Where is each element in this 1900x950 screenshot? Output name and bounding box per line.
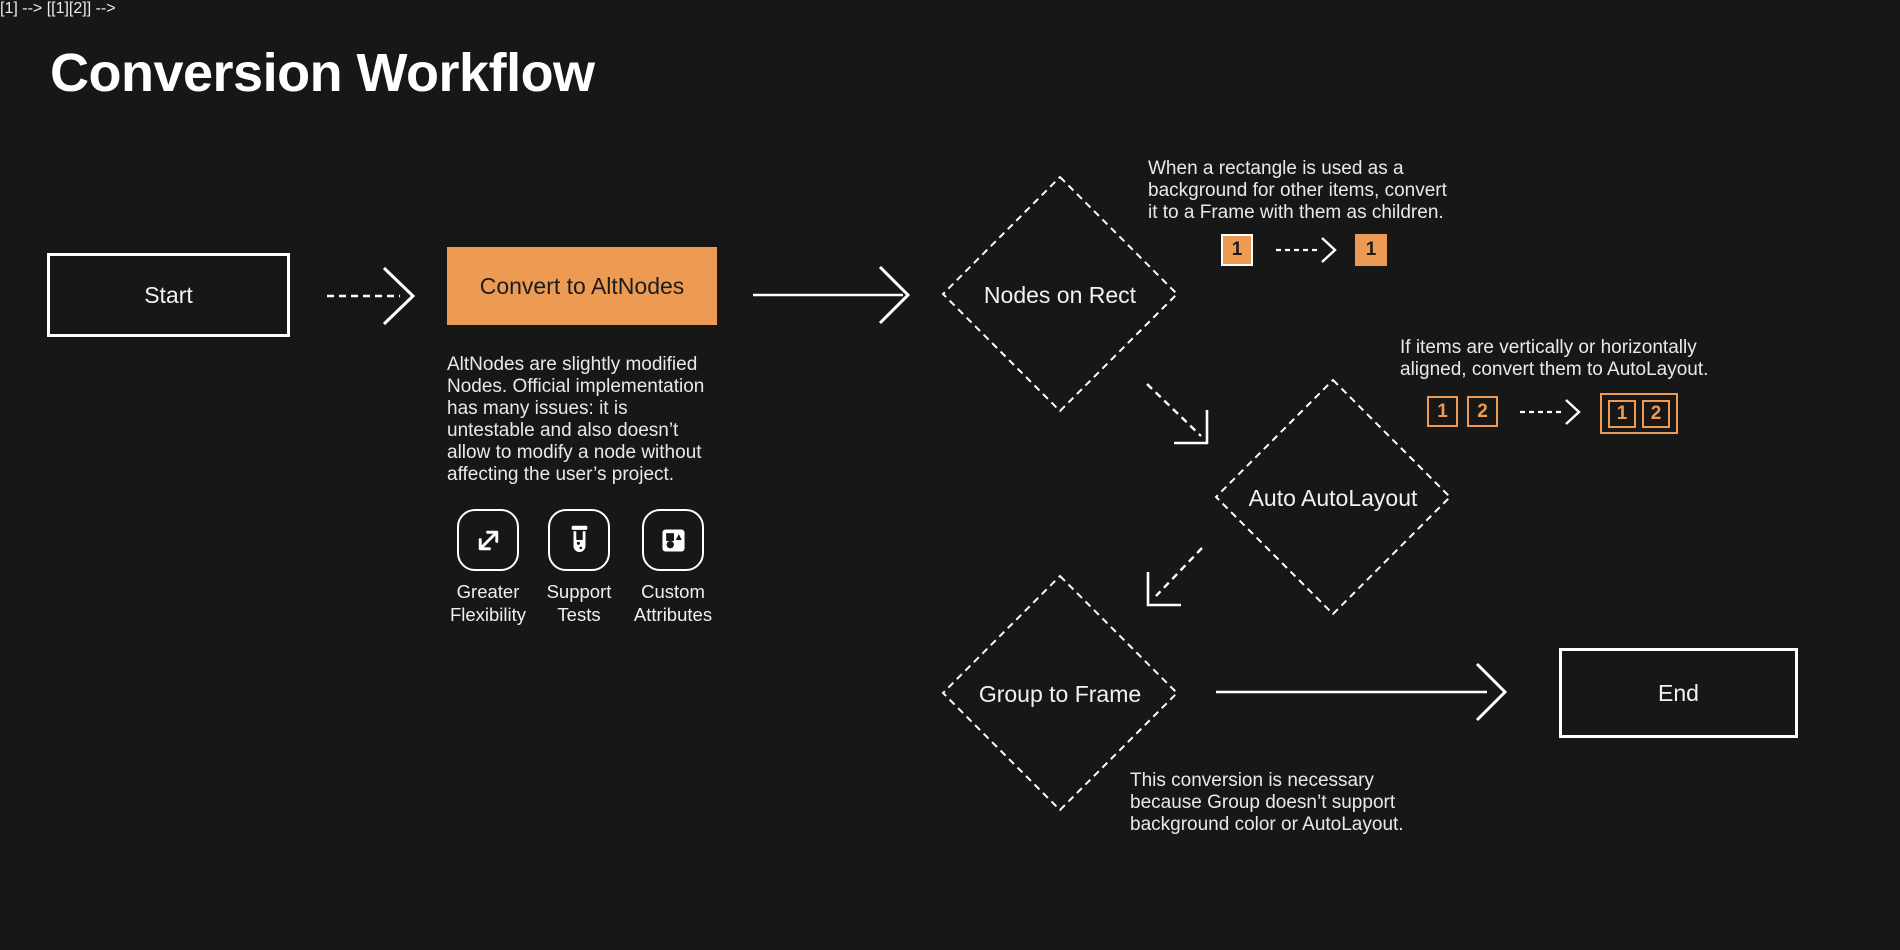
- badge-number: 2: [1477, 400, 1488, 422]
- feature-greater-flexibility: [457, 509, 519, 571]
- note-line: affecting the user’s project.: [447, 464, 675, 485]
- feature-label-line: Support: [546, 581, 612, 602]
- badge-number: 1: [1231, 239, 1243, 260]
- badge-rect-after: 1: [1355, 234, 1387, 266]
- note-line: Nodes. Official implementation: [447, 376, 705, 397]
- arrow-auto-autolayout-to-group-to-frame: [1146, 547, 1203, 607]
- badge-rect-before: 1: [1221, 234, 1253, 266]
- note-altnodes: AltNodes are slightly modified Nodes. Of…: [447, 354, 704, 486]
- note-line: has many issues: it is: [447, 398, 628, 419]
- badge-align-after-1: 1: [1608, 399, 1636, 428]
- note-line: background for other items, convert: [1148, 180, 1447, 201]
- arrow-rect-badge: [1276, 237, 1337, 263]
- node-end-label: End: [1658, 679, 1699, 706]
- note-line: When a rectangle is used as a: [1148, 158, 1404, 179]
- note-line: because Group doesn’t support: [1130, 792, 1396, 813]
- note-line: This conversion is necessary: [1130, 770, 1374, 791]
- badge-autolayout-container: 1 2: [1600, 393, 1678, 434]
- feature-label-custom-attributes: Custom Attributes: [613, 580, 733, 626]
- note-line: AltNodes are slightly modified: [447, 354, 698, 375]
- arrow-nodes-on-rect-to-auto-autolayout: [1146, 383, 1209, 445]
- arrow-group-to-frame-to-end: [1216, 662, 1508, 722]
- note-line: allow to modify a node without: [447, 442, 702, 463]
- node-nodes-on-rect-label: Nodes on Rect: [983, 281, 1137, 308]
- badge-number: 1: [1616, 402, 1628, 424]
- feature-support-tests: [548, 509, 610, 571]
- feature-label-line: Tests: [557, 604, 601, 625]
- feature-custom-attributes: [642, 509, 704, 571]
- page-title: Conversion Workflow: [50, 43, 595, 103]
- badge-align-after-2: 2: [1642, 399, 1670, 428]
- note-nodes-on-rect: When a rectangle is used as a background…: [1148, 158, 1447, 224]
- test-tube-icon: [571, 525, 587, 552]
- feature-label-line: Custom: [641, 581, 705, 602]
- node-end: End: [1559, 648, 1798, 738]
- arrow-convert-to-nodes-on-rect: [753, 265, 911, 325]
- badge-align-before-2: 2: [1467, 396, 1498, 427]
- arrow-start-to-convert: [327, 266, 416, 326]
- badge-number: 2: [1650, 402, 1662, 424]
- note-line: aligned, convert them to AutoLayout.: [1400, 359, 1709, 380]
- badge-align-before-1: 1: [1427, 396, 1458, 427]
- node-convert-to-altnodes-label: Convert to AltNodes: [479, 272, 685, 299]
- node-group-to-frame: Group to Frame: [960, 680, 1160, 708]
- note-line: background color or AutoLayout.: [1130, 814, 1404, 835]
- badge-number: 1: [1437, 400, 1448, 422]
- node-convert-to-altnodes: Convert to AltNodes: [447, 247, 717, 325]
- node-auto-autolayout-label: Auto AutoLayout: [1248, 484, 1418, 511]
- feature-label-line: Attributes: [633, 604, 713, 625]
- feature-label-line: Flexibility: [449, 604, 527, 625]
- feature-label-line: Greater: [456, 581, 520, 602]
- expand-icon: [478, 530, 498, 550]
- note-line: If items are vertically or horizontally: [1400, 337, 1697, 358]
- badge-number: 1: [1365, 239, 1377, 260]
- feature-label-greater-flexibility: Greater Flexibility: [428, 580, 548, 626]
- node-nodes-on-rect: Nodes on Rect: [960, 281, 1160, 309]
- node-start: Start: [47, 253, 290, 337]
- arrow-align-badge: [1520, 399, 1581, 425]
- feature-label-support-tests: Support Tests: [519, 580, 639, 626]
- note-group-to-frame: This conversion is necessary because Gro…: [1130, 770, 1404, 836]
- note-auto-autolayout: If items are vertically or horizontally …: [1400, 337, 1708, 381]
- node-auto-autolayout: Auto AutoLayout: [1223, 484, 1443, 512]
- shapes-icon: [661, 528, 685, 552]
- node-start-label: Start: [144, 281, 193, 308]
- note-line: untestable and also doesn’t: [447, 420, 679, 441]
- note-line: it to a Frame with them as children.: [1148, 202, 1444, 223]
- node-group-to-frame-label: Group to Frame: [978, 680, 1142, 707]
